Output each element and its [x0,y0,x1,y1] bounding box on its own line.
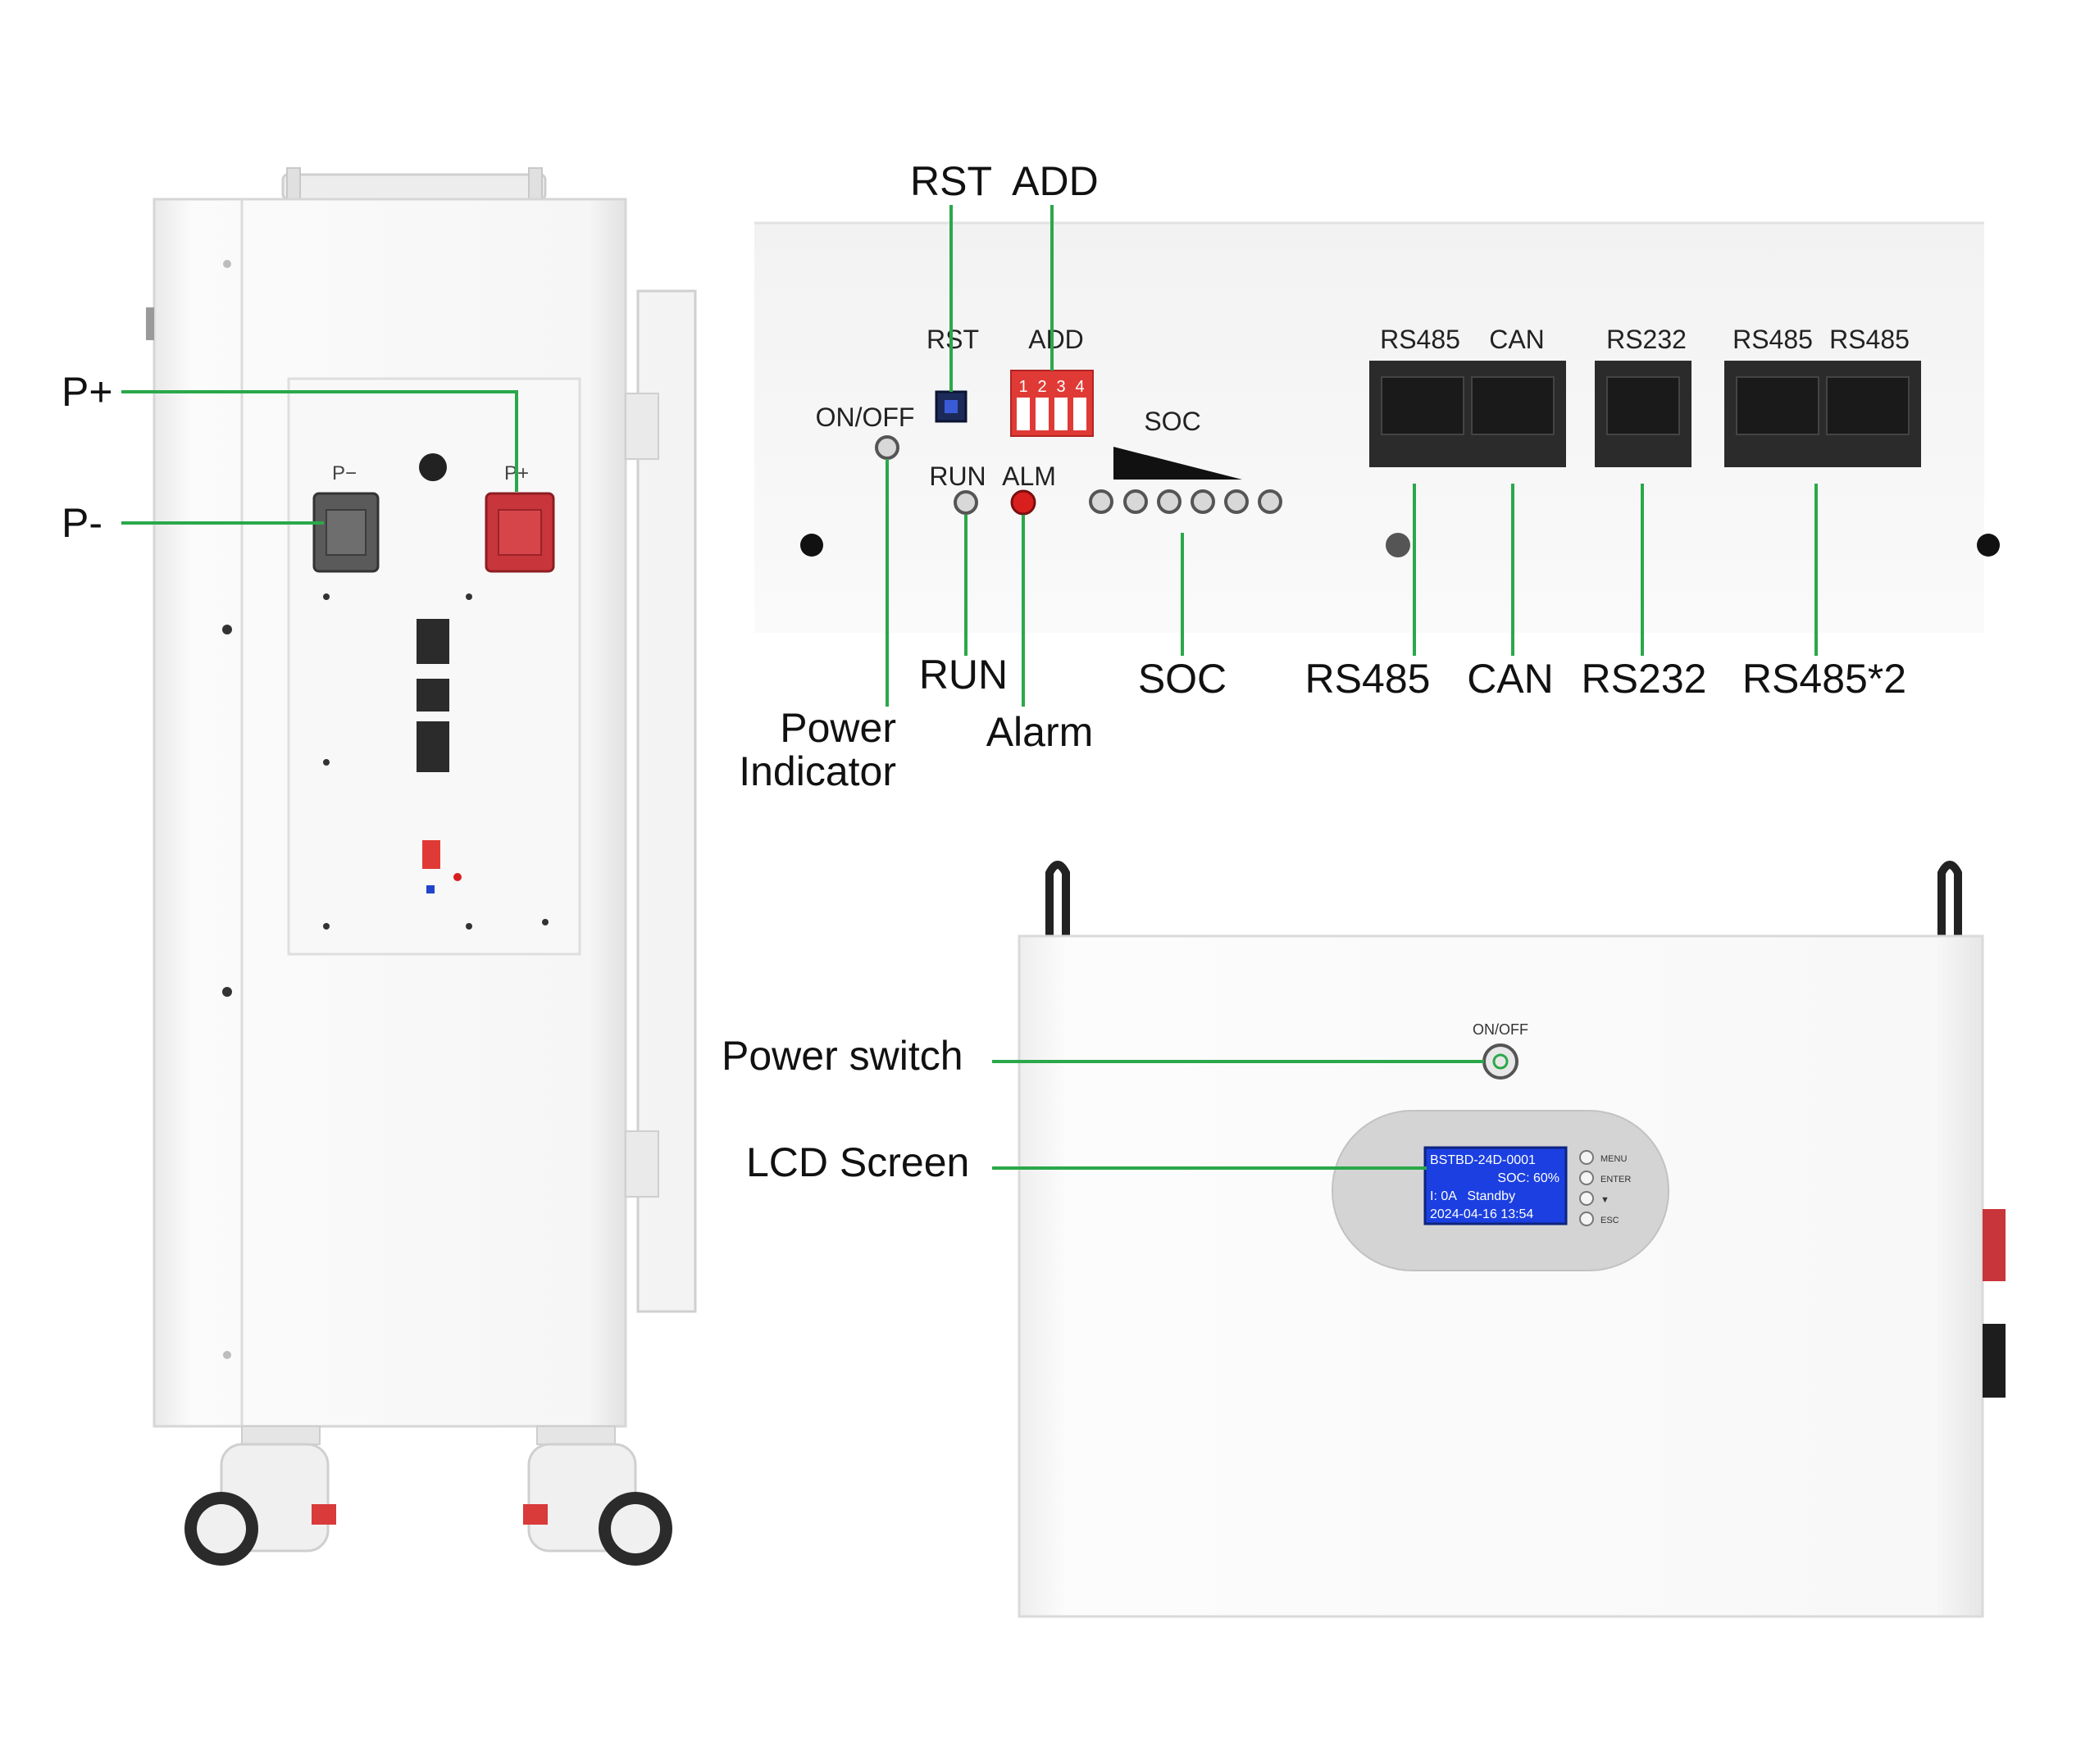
side-power-button [419,453,447,481]
soc-leds [1089,489,1282,514]
front-power-switch [1482,1043,1518,1080]
panel-rs232-label: RS232 [1606,325,1687,354]
lcd-buttons: MENU ENTER ▼ ESC [1579,1150,1631,1226]
panel-alm-label: ALM [1002,461,1056,491]
callout-rs485: RS485 [1305,656,1431,702]
rj45-port-pair-rs485x2 [1724,361,1921,467]
panel-rs485-b-label: RS485 [1829,325,1910,354]
lcd-button-enter-label: ENTER [1600,1175,1631,1184]
callout-can: CAN [1467,656,1554,702]
wall-unit-case [1018,934,1984,1618]
lcd-line-3: I: 0A Standby [1430,1189,1515,1203]
callout-power-switch: Power switch [722,1033,963,1079]
panel-add-label: ADD [1028,325,1084,354]
panel-on-off-label: ON/OFF [816,402,915,432]
dip-number-2: 2 [1037,378,1046,396]
side-unit: P− P+ [146,167,697,1566]
lcd-line-2: SOC: 60% [1497,1171,1559,1185]
panel-run-label: RUN [929,461,986,491]
callout-soc: SOC [1138,656,1227,702]
side-p-minus-label: P− [332,462,357,484]
control-panel: RST ADD ON/OFF RUN ALM SOC 1 2 3 4 [754,221,2000,633]
lcd-button-menu-label: MENU [1600,1154,1627,1164]
callout-power-indicator-line1: Power [780,705,896,751]
panel-callouts: RST ADD RUN Alarm Power Indicator SOC RS… [739,158,1906,794]
address-dip-switch: 1 2 3 4 [1010,370,1094,437]
callout-p-minus: P- [61,500,102,546]
callout-alarm: Alarm [986,709,1094,755]
callout-rs485x2: RS485*2 [1742,656,1906,702]
callout-rst-add: RST ADD [910,158,1099,204]
callout-run: RUN [919,652,1008,698]
rj11-port-rs232 [1595,361,1691,467]
rj45-port-pair-rs485-can [1369,361,1566,467]
top-handle [281,173,547,201]
callout-lcd-screen: LCD Screen [746,1139,969,1185]
alarm-led [1010,489,1036,516]
dip-number-1: 1 [1018,378,1027,396]
front-black-terminal [1983,1324,2006,1398]
panel-soc-label: SOC [1144,407,1200,436]
run-led [954,490,978,515]
callout-p-plus: P+ [61,369,113,415]
callout-power-indicator-line2: Indicator [739,748,896,794]
soc-ramp [1113,447,1242,480]
dip-number-3: 3 [1056,378,1065,396]
front-on-off-label: ON/OFF [1473,1021,1528,1038]
panel-can-label: CAN [1489,325,1545,354]
panel-rs485-a-label: RS485 [1732,325,1813,354]
front-callouts: Power switch LCD Screen [722,1033,1484,1185]
lcd-line-1: BSTBD-24D-0001 [1430,1153,1536,1167]
panel-rs485-label: RS485 [1380,325,1460,354]
lcd-button-down-label: ▼ [1600,1195,1610,1205]
front-unit: ON/OFF BSTBD-24D-0001 SOC: 60% I: 0A Sta… [1018,861,2006,1618]
lcd-line-4: 2024-04-16 13:54 [1430,1207,1533,1221]
lcd-button-esc-label: ESC [1600,1216,1619,1225]
power-indicator-led [875,435,899,460]
terminal-callouts: P+ P- [61,369,518,546]
lcd-display [1423,1146,1568,1225]
callout-rs232: RS232 [1582,656,1707,702]
front-red-terminal [1983,1209,2006,1281]
caster-wheels [184,1425,672,1566]
dip-number-4: 4 [1075,378,1084,396]
